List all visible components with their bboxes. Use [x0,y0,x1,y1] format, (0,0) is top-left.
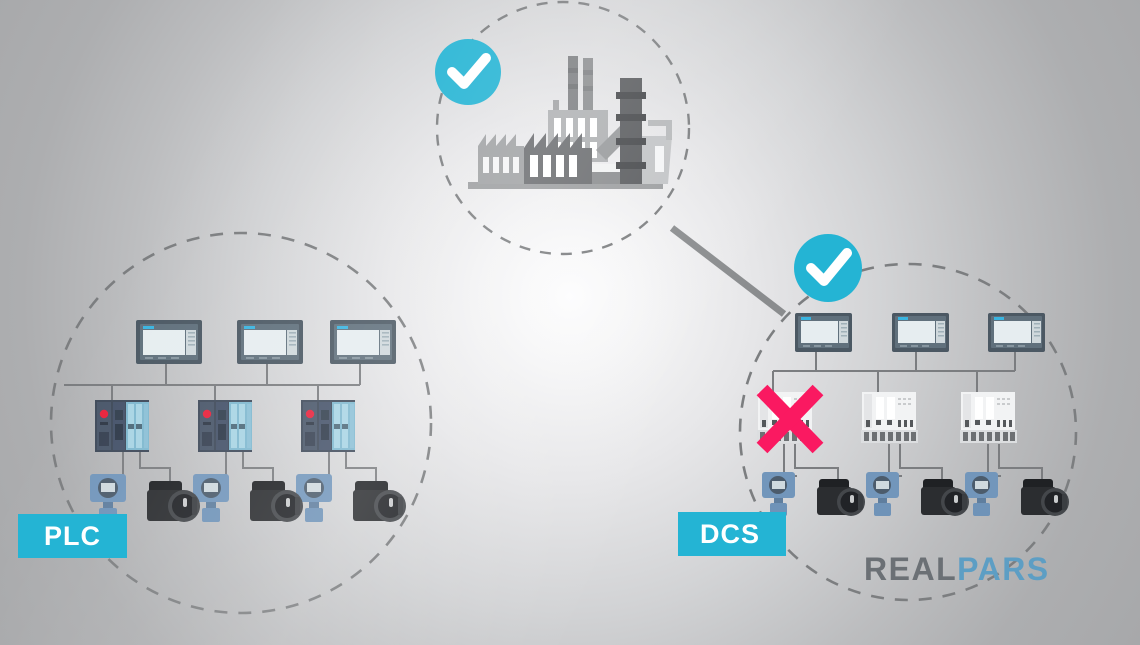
plc-motor-3 [353,481,406,522]
dcs-transmitter-2 [866,472,899,516]
dcs-hmi-panel-3 [988,313,1045,352]
dcs-hmi-panel-2 [892,313,949,352]
dcs-network-wiring [772,352,1043,482]
realpars-logo: REALPARS [864,551,1050,588]
plc-hmi-panel-1 [136,320,202,364]
red-x-icon [756,384,824,454]
dcs-transmitter-1 [762,472,795,516]
plc-transmitter-2 [193,474,229,522]
logo-real-text: REAL [864,551,958,587]
plc-hmi-panel-3 [330,320,396,364]
dcs-controller-rack-2 [861,392,918,443]
dcs-check-circle-icon [794,234,862,302]
factory-group-circle [435,0,691,256]
plc-controller-rack-2 [198,400,252,452]
plc-transmitter-3 [296,474,332,522]
plc-controller-rack-1 [95,400,149,452]
factory-to-dcs-connector [669,225,787,317]
dcs-motor-2 [921,479,969,516]
plc-motor-1 [147,481,200,522]
plc-motor-2 [250,481,303,522]
logo-pars-text: PARS [957,551,1050,587]
plc-group-circle [49,231,433,615]
factory-icon [468,56,672,189]
plc-controller-rack-3 [301,400,355,452]
factory-check-circle-icon [435,39,501,105]
dcs-label: DCS [678,512,787,556]
dcs-controller-rack-3 [960,392,1017,443]
dcs-label-tag: DCS [678,512,787,556]
dcs-motor-1 [817,479,865,516]
dcs-motor-3 [1021,479,1069,516]
plc-hmi-panel-2 [237,320,303,364]
plc-label-tag: PLC [18,514,127,558]
plc-label: PLC [18,514,127,558]
dcs-hmi-panel-1 [795,313,852,352]
dcs-transmitter-3 [965,472,998,516]
dcs-group-circle [738,262,1078,602]
